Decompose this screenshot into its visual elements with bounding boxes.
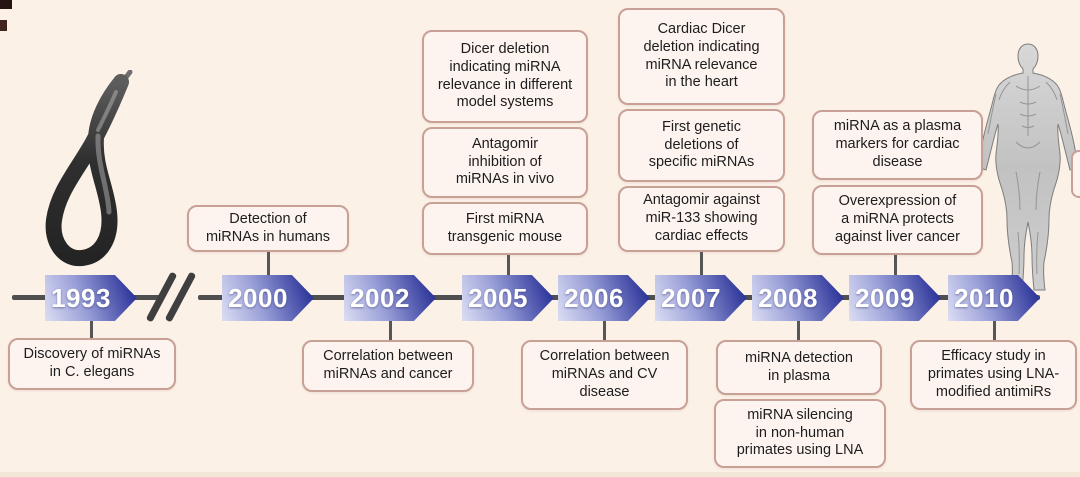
year-label: 2008	[758, 282, 818, 313]
scan-artifact	[0, 20, 7, 31]
connector-2009	[894, 255, 897, 275]
year-label: 2009	[855, 282, 915, 313]
milestone-box-2010-efficacy: Efficacy study in primates using LNA- mo…	[910, 340, 1077, 410]
milestone-box-1993-discovery: Discovery of miRNAs in C. elegans	[8, 338, 176, 390]
connector-2002	[389, 321, 392, 340]
year-label: 2010	[954, 282, 1014, 313]
year-marker-2006: 2006	[558, 275, 650, 321]
year-label: 1993	[51, 282, 111, 313]
connector-2010	[993, 321, 996, 340]
human-anatomy-illustration	[979, 43, 1077, 291]
c-elegans-worm-illustration	[45, 70, 133, 267]
year-label: 2002	[350, 282, 410, 313]
milestone-box-2007-antagomir-mir133: Antagomir against miR-133 showing cardia…	[618, 186, 785, 252]
year-label: 2006	[564, 282, 624, 313]
milestone-box-2009-plasma-markers: miRNA as a plasma markers for cardiac di…	[812, 110, 983, 180]
year-marker-2008: 2008	[752, 275, 844, 321]
year-marker-2010: 2010	[948, 275, 1040, 321]
year-marker-2009: 2009	[849, 275, 941, 321]
year-marker-2002: 2002	[344, 275, 436, 321]
milestone-box-2005-antagomir-inhibition: Antagomir inhibition of miRNAs in vivo	[422, 127, 588, 198]
year-label: 2000	[228, 282, 288, 313]
year-marker-2000: 2000	[222, 275, 314, 321]
connector-2000	[267, 252, 270, 275]
milestone-box-2007-cardiac-dicer: Cardiac Dicer deletion indicating miRNA …	[618, 8, 785, 105]
milestone-box-2000-detection-humans: Detection of miRNAs in humans	[187, 205, 349, 252]
year-marker-2007: 2007	[655, 275, 747, 321]
milestone-box-2008-lna-silencing: miRNA silencing in non-human primates us…	[714, 399, 886, 468]
connector-2006	[603, 321, 606, 340]
figure-bottom-edge	[0, 472, 1080, 477]
connector-2007	[700, 252, 703, 275]
milestone-box-2002-cancer-correlation: Correlation between miRNAs and cancer	[302, 340, 474, 392]
milestone-box-2008-plasma-detection: miRNA detection in plasma	[716, 340, 882, 395]
year-marker-2005: 2005	[462, 275, 554, 321]
connector-2005	[507, 255, 510, 275]
year-label: 2005	[468, 282, 528, 313]
milestone-box-2009-overexpression: Overexpression of a miRNA protects again…	[812, 185, 983, 255]
year-label: 2007	[661, 282, 721, 313]
milestone-box-2005-transgenic-mouse: First miRNA transgenic mouse	[422, 202, 588, 255]
milestone-box-2005-dicer-deletion: Dicer deletion indicating miRNA relevanc…	[422, 30, 588, 123]
year-marker-1993: 1993	[45, 275, 137, 321]
connector-2008	[797, 321, 800, 340]
milestone-box-2006-cv-correlation: Correlation between miRNAs and CV diseas…	[521, 340, 688, 410]
milestone-box-2007-genetic-deletions: First genetic deletions of specific miRN…	[618, 109, 785, 182]
scan-artifact	[0, 0, 12, 9]
connector-1993	[90, 321, 93, 338]
milestone-box-cutoff-right	[1071, 150, 1080, 198]
